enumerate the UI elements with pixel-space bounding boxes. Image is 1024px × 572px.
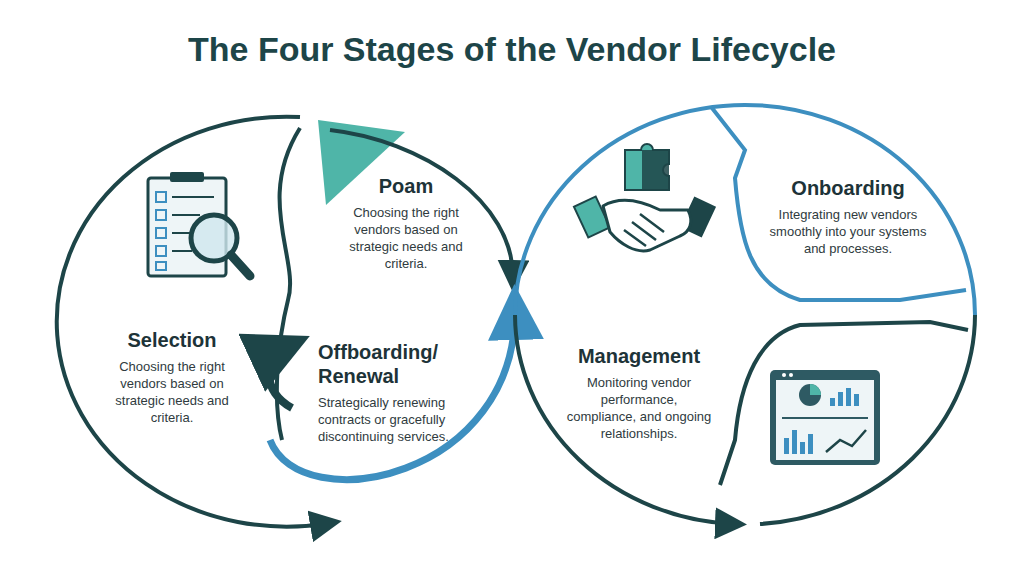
checklist-icon [148,172,250,276]
stage-heading: Selection [104,328,240,352]
stage-block: OnboardingIntegrating new vendors smooth… [768,176,928,257]
stage-description: Strategically renewing contracts or grac… [318,394,460,445]
stage-description: Choosing the right vendors based on stra… [345,204,467,273]
stage-heading: Poam [345,174,467,198]
top-arc-arrow [330,130,513,280]
right-ring-top [515,105,975,315]
stage-description: Integrating new vendors smoothly into yo… [768,206,928,257]
stage-heading: Offboarding/ Renewal [318,340,460,388]
left-inner-divider [277,128,300,440]
diagram-title: The Four Stages of the Vendor Lifecycle [0,30,1024,69]
right-ring-bottom-right [760,315,975,524]
stage-heading: Onboarding [768,176,928,200]
onboarding-outline [712,108,966,300]
stage-description: Monitoring vendor performance, complianc… [566,374,712,443]
stage-block: SelectionChoosing the right vendors base… [104,328,240,427]
stage-block: ManagementMonitoring vendor performance,… [566,344,712,443]
renewal-arrow [270,305,515,479]
right-ring-bottom-left [515,315,735,524]
stage-heading: Management [566,344,712,368]
small-cycle-arrow [269,346,292,408]
stage-block: Offboarding/ RenewalStrategically renewi… [318,340,460,445]
management-outline [720,322,968,485]
stage-block: PoamChoosing the right vendors based on … [345,174,467,273]
dashboard-icon [770,370,880,465]
stage-description: Choosing the right vendors based on stra… [104,358,240,427]
handshake-icon [574,144,716,251]
